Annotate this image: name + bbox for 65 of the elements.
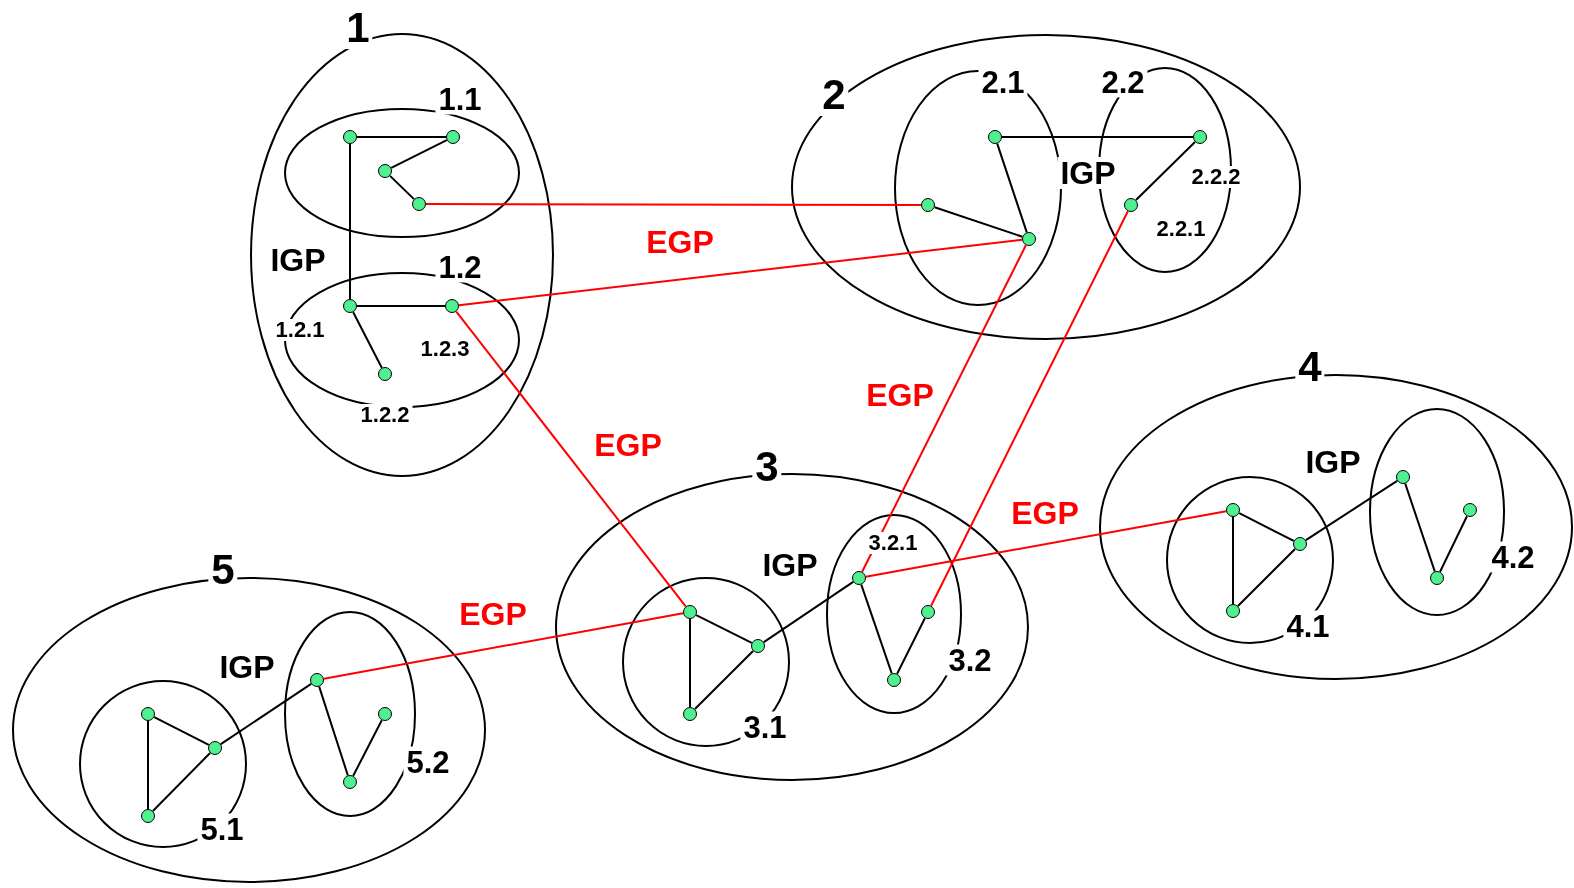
- router-node: [343, 775, 357, 789]
- router-node: [887, 673, 901, 687]
- router-node: [141, 707, 155, 721]
- igp-link: [151, 752, 212, 812]
- router-node: [208, 741, 222, 755]
- igp-link: [762, 580, 855, 644]
- igp-link: [1236, 547, 1297, 608]
- egp-link: [861, 244, 1027, 573]
- router-node: [446, 130, 460, 144]
- router-node: [1396, 470, 1410, 484]
- igp-link: [933, 206, 1024, 238]
- igp-link: [1439, 515, 1468, 573]
- egp-link: [930, 210, 1129, 607]
- router-node: [378, 164, 392, 178]
- igp-link: [896, 617, 926, 675]
- igp-link: [1238, 512, 1295, 542]
- router-node: [310, 673, 324, 687]
- igp-link: [349, 143, 351, 300]
- router-node: [921, 605, 935, 619]
- router-node: [683, 707, 697, 721]
- igp-link: [318, 685, 349, 777]
- igp-link: [693, 649, 755, 711]
- egp-link: [455, 310, 687, 608]
- igp-link: [689, 618, 691, 708]
- egp-link: [322, 612, 685, 680]
- igp-link: [356, 305, 446, 307]
- igp-link: [1304, 479, 1399, 542]
- igp-link: [1404, 482, 1436, 573]
- igp-link: [356, 136, 447, 138]
- egp-link: [864, 510, 1228, 578]
- router-node: [751, 639, 765, 653]
- igp-link: [147, 720, 149, 810]
- igp-link: [153, 716, 210, 746]
- router-node: [1430, 571, 1444, 585]
- igp-link: [352, 311, 383, 369]
- igp-link: [389, 174, 415, 201]
- router-node: [412, 197, 426, 211]
- igp-link: [219, 682, 313, 746]
- router-node: [852, 571, 866, 585]
- router-node: [378, 707, 392, 721]
- igp-link: [352, 719, 383, 777]
- router-node: [1226, 503, 1240, 517]
- router-node: [1226, 604, 1240, 618]
- egp-link: [425, 203, 922, 206]
- router-node: [1293, 537, 1307, 551]
- igp-link: [1001, 136, 1194, 138]
- router-node: [343, 299, 357, 313]
- igp-link: [996, 142, 1028, 234]
- router-node: [683, 605, 697, 619]
- egp-link: [457, 238, 1024, 307]
- igp-link: [695, 614, 753, 644]
- router-node: [141, 809, 155, 823]
- router-node: [988, 130, 1002, 144]
- router-node: [921, 198, 935, 212]
- igp-link: [1232, 516, 1234, 605]
- igp-link: [390, 139, 448, 169]
- router-node: [1193, 130, 1207, 144]
- router-node: [445, 299, 459, 313]
- igp-link: [860, 583, 893, 675]
- router-node: [1463, 503, 1477, 517]
- router-node: [378, 367, 392, 381]
- router-node: [1124, 198, 1138, 212]
- igp-link: [1135, 140, 1196, 202]
- router-node: [1022, 232, 1036, 246]
- router-node: [343, 130, 357, 144]
